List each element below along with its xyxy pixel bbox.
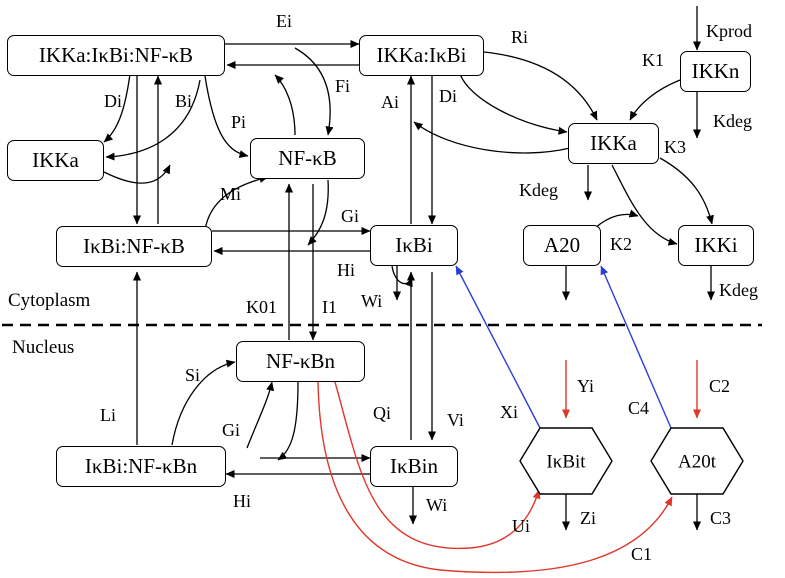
edge-ikka-to-complex (413, 121, 571, 154)
rate-li: Li (100, 405, 116, 425)
node-ikbi: IκBi (370, 225, 458, 266)
edge-k1 (629, 79, 681, 121)
node-a20: A20 (523, 225, 601, 266)
rate-c3: C3 (710, 508, 732, 528)
rate-wi-top: Wi (361, 291, 383, 311)
edge-k3 (659, 157, 714, 225)
rate-mi: Mi (220, 184, 242, 204)
node-ikbi-nfkb: IκBi:NF-κB (56, 226, 212, 267)
node-ikkn: IKKn (680, 51, 751, 92)
edge-ui-transcription (334, 381, 541, 549)
rate-c2: C2 (709, 376, 731, 396)
region-cytoplasm: Cytoplasm (8, 290, 91, 311)
node-ikka-ikbi-nfkb: IKKa:IκBi:NF-κB (7, 35, 225, 76)
node-ikka-right: IKKa (568, 123, 659, 164)
edge-c4-translation (600, 265, 672, 429)
rate-vi: Vi (447, 410, 464, 430)
edge-ri (483, 51, 598, 121)
edge-mi (204, 175, 269, 231)
rate-i1: I1 (322, 297, 337, 317)
rate-kdeg-ikka: Kdeg (519, 180, 558, 200)
node-ikka-ikbi: IKKa:IκBi (359, 35, 484, 76)
rate-hi-top: Hi (337, 260, 355, 280)
edge-nfkb-to-complex (274, 74, 296, 136)
rate-hi-bottom: Hi (233, 491, 251, 511)
edge-nfkbn-ikbin (277, 381, 299, 461)
rate-kdeg-ikki: Kdeg (719, 280, 758, 300)
rate-di-left: Di (104, 91, 122, 111)
node-a20t: A20t (678, 451, 716, 473)
rate-bi: Bi (175, 91, 193, 111)
edge-di-right (459, 73, 568, 135)
rate-k1: K1 (642, 50, 664, 70)
node-ikbin: IκBin (370, 446, 458, 487)
edge-pi (204, 75, 249, 159)
node-ikbit: IκBit (546, 451, 586, 473)
rate-k01: K01 (246, 297, 277, 317)
rate-xi: Xi (500, 402, 518, 422)
edge-di-left (103, 73, 131, 143)
rate-ri: Ri (511, 27, 529, 47)
rate-zi: Zi (580, 508, 596, 528)
rate-pi: Pi (231, 112, 247, 132)
edge-gi-bottom (246, 381, 275, 449)
node-ikki: IKKi (678, 225, 754, 266)
rate-si: Si (185, 365, 201, 385)
edge-a20-inhibit (594, 209, 639, 229)
rate-k3: K3 (664, 137, 686, 157)
rate-kprod: Kprod (706, 21, 752, 41)
node-nfkb: NF-κB (250, 138, 365, 179)
edge-xi-translation (455, 265, 541, 429)
rate-gi-top: Gi (341, 206, 359, 226)
node-ikka-left: IKKa (7, 140, 104, 181)
rate-qi: Qi (373, 403, 391, 423)
edge-nfkb-ikbi (307, 179, 329, 246)
rate-k2: K2 (610, 234, 632, 254)
rate-yi: Yi (577, 376, 595, 396)
edge-ikka-left-out (103, 164, 171, 184)
rate-wi-bottom: Wi (426, 495, 448, 515)
edge-fi-nfkb (294, 47, 334, 136)
rate-c1: C1 (631, 544, 653, 564)
ikbit-hexagon (519, 427, 613, 495)
rate-di-right: Di (439, 86, 457, 106)
edge-ikbi-self (391, 265, 413, 288)
edge-si (171, 359, 236, 446)
rate-fi: Fi (335, 76, 351, 96)
rate-ai: Ai (381, 92, 399, 112)
node-nfkbn: NF-κBn (236, 341, 365, 382)
rate-c4: C4 (628, 398, 650, 418)
rate-gi-bottom: Gi (222, 420, 240, 440)
rate-kdeg-ikkn: Kdeg (713, 111, 752, 131)
rate-ei: Ei (276, 11, 292, 31)
region-nucleus: Nucleus (12, 337, 75, 358)
a20t-hexagon (650, 427, 744, 495)
edge-ikka-ikki (611, 164, 678, 246)
edge-pi-ikka (105, 79, 201, 161)
rate-ui: Ui (512, 516, 530, 536)
edge-c1-transcription (317, 381, 673, 574)
node-ikbi-nfkbn: IκBi:NF-κBn (56, 446, 226, 487)
